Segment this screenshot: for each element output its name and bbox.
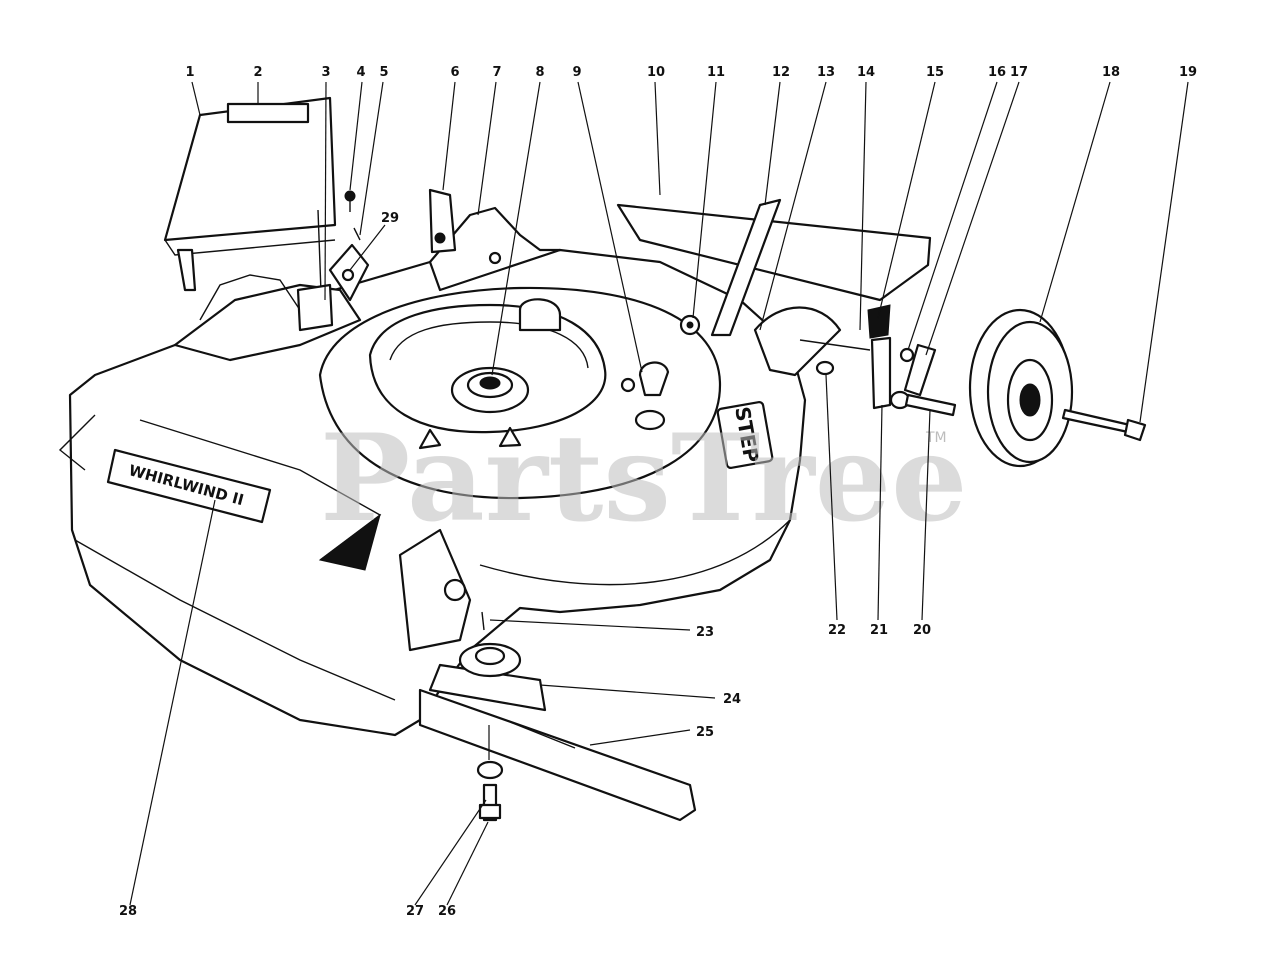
rear-trim [616, 203, 932, 302]
callout-label: 23 [696, 625, 714, 640]
callout-label: 14 [857, 65, 875, 80]
callout-label: 5 [379, 65, 388, 80]
callout-label: 27 [406, 904, 424, 919]
callout-label: 13 [817, 65, 835, 80]
callouts: 1 2 3 4 5 6 7 8 9 10 11 12 13 14 15 16 1… [119, 65, 1197, 919]
callout-label: 12 [772, 65, 790, 80]
rear-door [163, 96, 337, 292]
wheel-bolt [1061, 408, 1147, 442]
callout-label: 21 [870, 623, 888, 638]
step-decal: STEP [716, 400, 774, 470]
blade-housing [368, 298, 607, 450]
adjuster-knob [867, 304, 891, 339]
callout-label: 25 [696, 725, 714, 740]
callout-label: 2 [253, 65, 262, 80]
watermark: PartsTree [320, 408, 967, 549]
wheel [968, 308, 1074, 468]
blade-bolt [476, 760, 504, 822]
hinge-plate [296, 283, 334, 332]
axle-bolt [889, 390, 957, 417]
hex-nut-icon [899, 347, 915, 363]
callout-label: 9 [572, 65, 581, 80]
callout-label: 29 [381, 211, 399, 226]
nut-icon [679, 314, 701, 336]
spring-pin [353, 227, 361, 241]
screw-icon [344, 190, 356, 212]
key-pin [481, 611, 485, 631]
spacer [903, 343, 937, 397]
callout-label: 11 [707, 65, 725, 80]
callout-label: 8 [535, 65, 544, 80]
callout-label: 20 [913, 623, 931, 638]
callout-label: 10 [647, 65, 665, 80]
watermark-tm: TM [925, 430, 947, 446]
leader-lines [129, 81, 1189, 906]
height-lever [710, 198, 782, 337]
callout-label: 19 [1179, 65, 1197, 80]
callout-label: 1 [185, 65, 194, 80]
side-bracket [398, 528, 472, 652]
callout-label: 24 [723, 692, 741, 707]
wheel-plate [870, 336, 892, 410]
adjuster-quadrant [753, 306, 842, 377]
callout-label: 26 [438, 904, 456, 919]
callout-label: 18 [1102, 65, 1120, 80]
callout-label: 22 [828, 623, 846, 638]
callout-label: 3 [321, 65, 330, 80]
blade-adapter [428, 642, 547, 712]
blade [418, 688, 697, 822]
callout-label: 17 [1010, 65, 1028, 80]
callout-label: 15 [926, 65, 944, 80]
washer-icon [815, 360, 835, 376]
callout-label: 4 [356, 65, 365, 80]
callout-label: 6 [450, 65, 459, 80]
callout-label: 7 [492, 65, 501, 80]
callout-label: 28 [119, 904, 137, 919]
callout-label: 16 [988, 65, 1006, 80]
